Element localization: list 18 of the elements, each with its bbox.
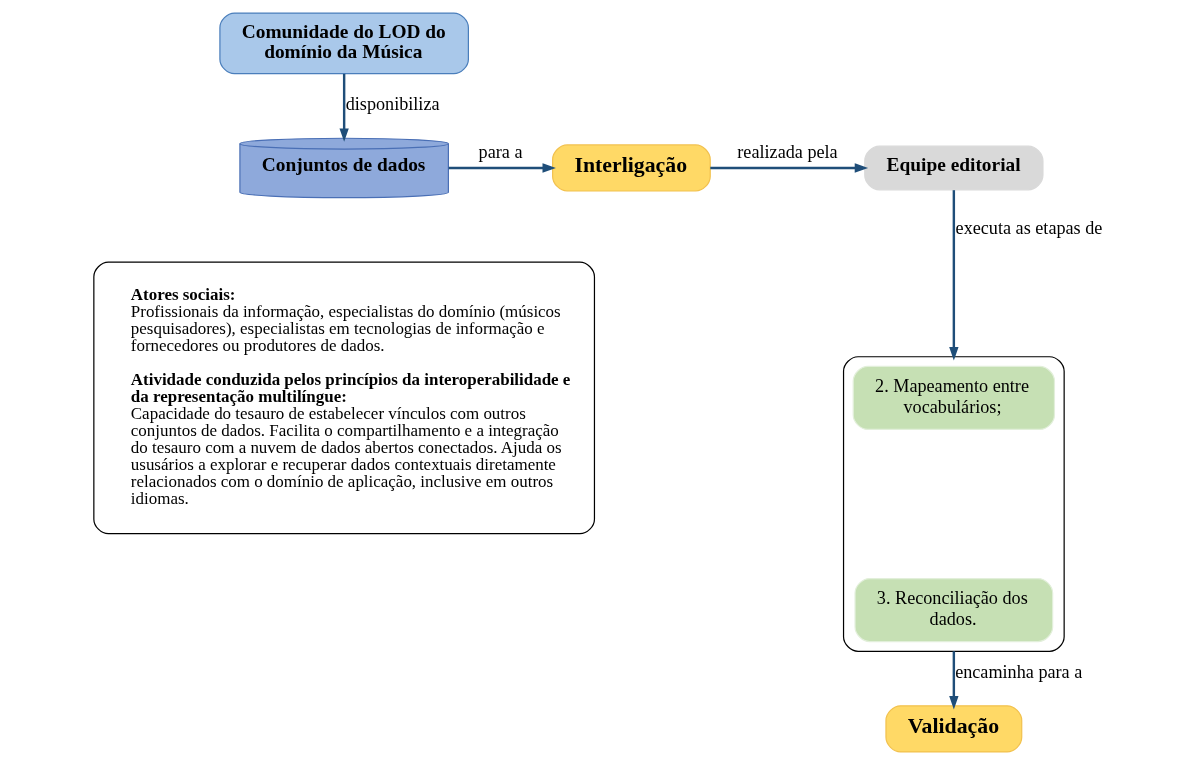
node-box: 3. Reconciliação dos dados.: [853, 577, 1053, 643]
edge-label: executa as etapas de: [955, 218, 1102, 239]
arrow: [709, 163, 868, 173]
node-box: 2. Mapeamento entre vocabulários;: [852, 365, 1055, 431]
node-box: Atores sociais: Profissionais da informação, especialistas do domínio (músicos pesquisadores), especialistas em tecnologias de informação e fornecedores ou produtores de dados. Atividade conduzida pelos princípios da interoperabilidade e da representação multilíngue: Capacidade do tesauro de estabelecer vínculos com outros conjuntos de dados. Facilita o compartilhamento e a integração do tesauro com a nuvem de dados abertos conectados. Ajuda os ususários a explorar e recuperar dados contextuais diretamente relacionados com o domínio de aplicação, inclusive em outros idiomas.: [92, 261, 595, 535]
node-box: Interligação: [551, 144, 711, 192]
arrow: [448, 163, 556, 173]
node-box: Comunidade do LOD do domínio da Música: [218, 12, 469, 75]
arrow: [338, 73, 349, 142]
cluster: [842, 356, 1065, 652]
arrow: [948, 651, 959, 710]
edge-label: realizada pela: [736, 142, 838, 163]
edge-label: encaminha para a: [954, 661, 1082, 682]
node-box: Validação: [884, 705, 1022, 753]
edge-label: para a: [478, 142, 522, 163]
arrow: [948, 190, 959, 361]
node-box: Equipe editorial: [863, 145, 1044, 191]
edge-label: disponibiliza: [345, 94, 440, 115]
